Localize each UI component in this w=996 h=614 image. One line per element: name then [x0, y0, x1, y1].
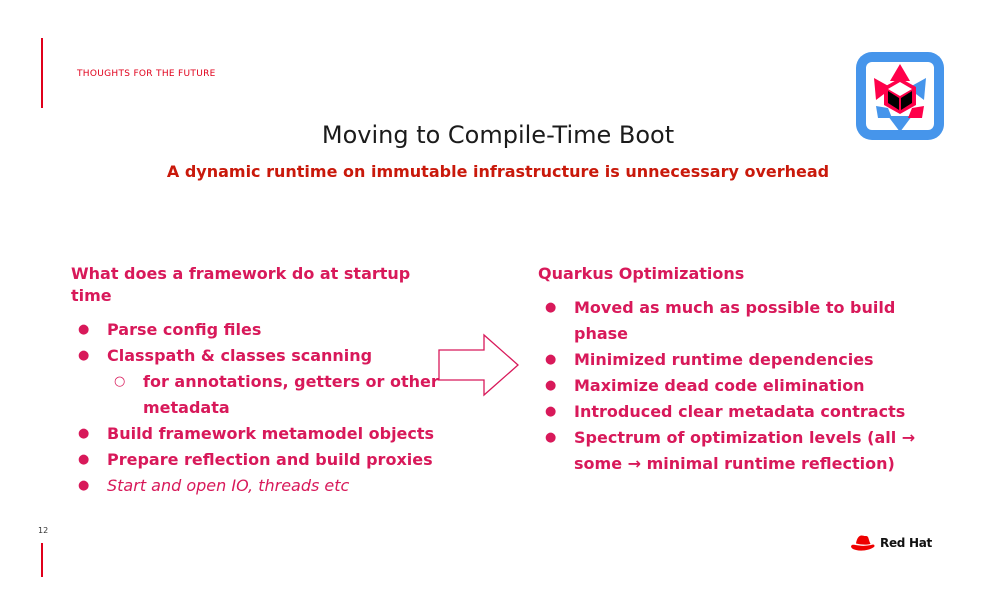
list-item: Parse config files [71, 317, 451, 343]
left-column: What does a framework do at startup time… [71, 263, 451, 499]
list-item: Classpath & classes scanning for annotat… [71, 343, 451, 421]
right-bullet-list: Moved as much as possible to build phase… [538, 295, 918, 477]
left-column-heading: What does a framework do at startup time [71, 264, 411, 305]
right-column-heading: Quarkus Optimizations [538, 264, 745, 283]
redhat-logo: Red Hat [850, 533, 932, 553]
sub-bullet-list: for annotations, getters or other metada… [107, 369, 451, 421]
left-bullet-list: Parse config files Classpath & classes s… [71, 317, 451, 499]
slide-title: Moving to Compile-Time Boot [321, 121, 675, 149]
accent-line-bottom [41, 543, 43, 577]
slide-kicker: THOUGHTS FOR THE FUTURE [77, 69, 216, 79]
list-item: Spectrum of optimization levels (all → s… [538, 425, 918, 477]
accent-line-top [41, 38, 43, 108]
list-item: Maximize dead code elimination [538, 373, 918, 399]
list-item: Minimized runtime dependencies [538, 347, 918, 373]
sub-list-item: for annotations, getters or other metada… [107, 369, 451, 421]
list-item: Start and open IO, threads etc [71, 473, 451, 499]
right-column: Quarkus Optimizations Moved as much as p… [538, 263, 918, 477]
slide-subtitle: A dynamic runtime on immutable infrastru… [166, 162, 830, 181]
list-item: Introduced clear metadata contracts [538, 399, 918, 425]
list-item: Prepare reflection and build proxies [71, 447, 451, 473]
redhat-fedora-icon [851, 535, 875, 551]
quarkus-logo-icon [852, 48, 948, 149]
redhat-wordmark: Red Hat [880, 536, 932, 550]
page-number: 12 [38, 526, 49, 535]
list-item: Build framework metamodel objects [71, 421, 451, 447]
list-item: Moved as much as possible to build phase [538, 295, 918, 347]
right-arrow-icon [438, 333, 520, 402]
